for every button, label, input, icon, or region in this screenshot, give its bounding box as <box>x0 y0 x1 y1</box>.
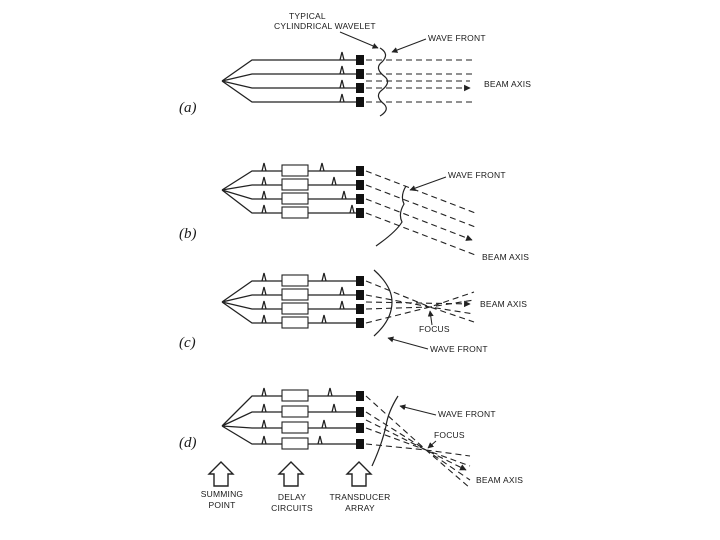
panel-c-label: (c) <box>179 335 196 351</box>
transducer-element <box>356 423 364 433</box>
delay-circuit <box>281 206 309 219</box>
panel-a-label: (a) <box>179 100 197 116</box>
panel-a: (a) TYPICAL CYLINDRICAL WAVELET WAVE FRO… <box>179 11 531 117</box>
transducer-element <box>356 391 364 401</box>
label-delay: DELAY <box>278 492 306 502</box>
label-point: POINT <box>209 500 236 510</box>
delay-circuit <box>281 274 309 287</box>
transducer-element <box>356 166 364 176</box>
label-wave-front-c: WAVE FRONT <box>430 344 488 354</box>
delay-circuit <box>281 405 309 418</box>
panel-c: (c) BEAM AXIS FOCUS WAVE FRONT <box>179 269 527 354</box>
delay-circuit <box>281 421 309 434</box>
panel-b: (b) WAVE FRONT BEAM AXIS <box>179 162 529 262</box>
label-wave-front-d: WAVE FRONT <box>438 409 496 419</box>
delay-circuit <box>281 437 309 450</box>
delay-circuit <box>281 389 309 402</box>
label-typical: TYPICAL <box>289 11 326 21</box>
label-focus-d: FOCUS <box>434 430 465 440</box>
label-circuits: CIRCUITS <box>271 503 313 513</box>
transducer-element <box>356 194 364 204</box>
label-beam-axis-d: BEAM AXIS <box>476 475 523 485</box>
label-transducer: TRANSDUCER <box>329 492 390 502</box>
delay-circuit <box>281 288 309 301</box>
transducer-element <box>356 180 364 190</box>
label-wave-front-b: WAVE FRONT <box>448 170 506 180</box>
up-arrow-icon <box>345 461 373 487</box>
transducer-element <box>356 407 364 417</box>
label-focus-c: FOCUS <box>419 324 450 334</box>
transducer-element <box>356 276 364 286</box>
delay-circuit <box>281 316 309 329</box>
delay-circuit <box>281 178 309 191</box>
transducer-element <box>356 304 364 314</box>
transducer-element <box>356 69 364 79</box>
delay-circuit <box>281 192 309 205</box>
label-beam-axis-a: BEAM AXIS <box>484 79 531 89</box>
transducer-element <box>356 439 364 449</box>
transducer-element <box>356 97 364 107</box>
transducer-element <box>356 318 364 328</box>
panel-b-label: (b) <box>179 226 197 242</box>
label-beam-axis-c: BEAM AXIS <box>480 299 527 309</box>
transducer-element <box>356 55 364 65</box>
delay-circuit <box>281 302 309 315</box>
panel-d-label: (d) <box>179 435 197 451</box>
up-arrow-icon <box>207 461 235 487</box>
transducer-element <box>356 83 364 93</box>
transducer-element <box>356 208 364 218</box>
transducer-element <box>356 290 364 300</box>
label-cylindrical-wavelet: CYLINDRICAL WAVELET <box>274 21 376 31</box>
up-arrow-icon <box>277 461 305 487</box>
label-summing: SUMMING <box>201 489 243 499</box>
label-beam-axis-b: BEAM AXIS <box>482 252 529 262</box>
delay-circuit <box>281 164 309 177</box>
label-array: ARRAY <box>345 503 375 513</box>
bottom-legend: SUMMING POINT DELAY CIRCUITS TRANSDUCER … <box>201 461 390 513</box>
panel-d: (d) WAVE FRONT FOCUS BEAM AXIS <box>179 387 523 489</box>
label-wave-front-a: WAVE FRONT <box>428 33 486 43</box>
